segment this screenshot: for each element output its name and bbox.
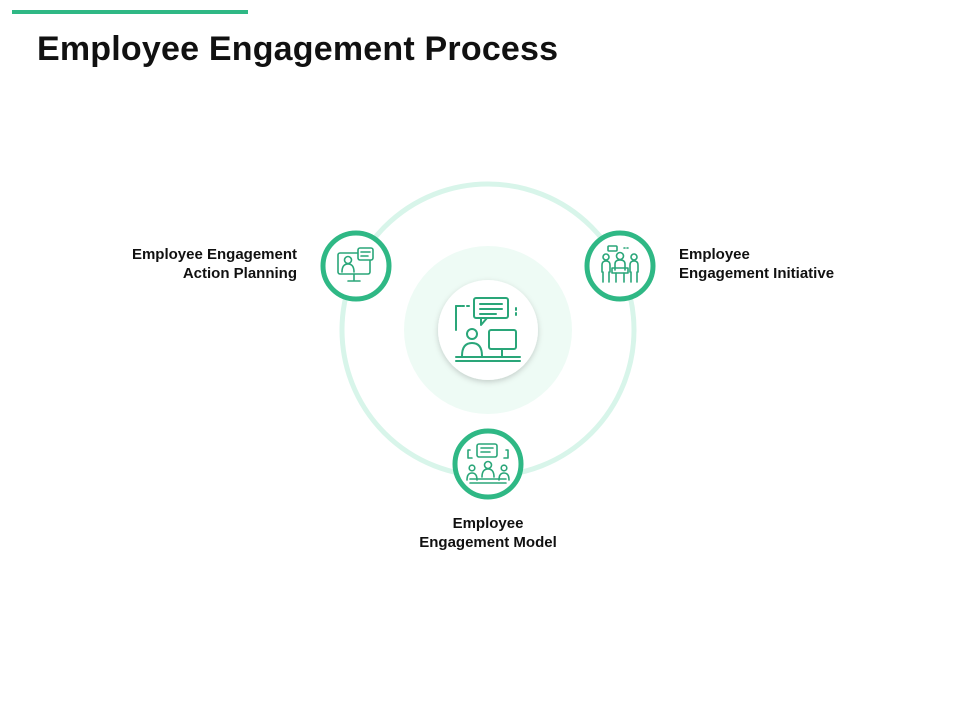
- center-disc: [438, 280, 538, 380]
- initiative-label-line2: Engagement Initiative: [679, 265, 835, 282]
- action-planning-label-line1: Employee Engagement: [131, 246, 297, 263]
- action-planning-label-line2: Action Planning: [182, 265, 297, 282]
- monitor-chat-person-icon: [337, 247, 374, 282]
- initiative-label: Employee Engagement Initiative: [679, 245, 834, 283]
- initiative-label-line1: Employee: [679, 246, 750, 263]
- model-node-circle: [452, 428, 524, 500]
- model-label-line2: Engagement Model: [419, 534, 557, 551]
- action-planning-node-circle: [320, 230, 392, 302]
- group-discussion-icon: [466, 443, 510, 484]
- person-at-desk-chat-icon: [455, 297, 521, 362]
- page-title: Employee Engagement Process: [37, 30, 559, 68]
- model-label-line1: Employee: [452, 515, 524, 532]
- team-meeting-icon: [601, 245, 639, 283]
- accent-bar: [12, 10, 248, 14]
- initiative-node-circle: [584, 230, 656, 302]
- model-label: Employee Engagement Model: [340, 514, 636, 552]
- action-planning-label: Employee Engagement Action Planning: [132, 245, 297, 283]
